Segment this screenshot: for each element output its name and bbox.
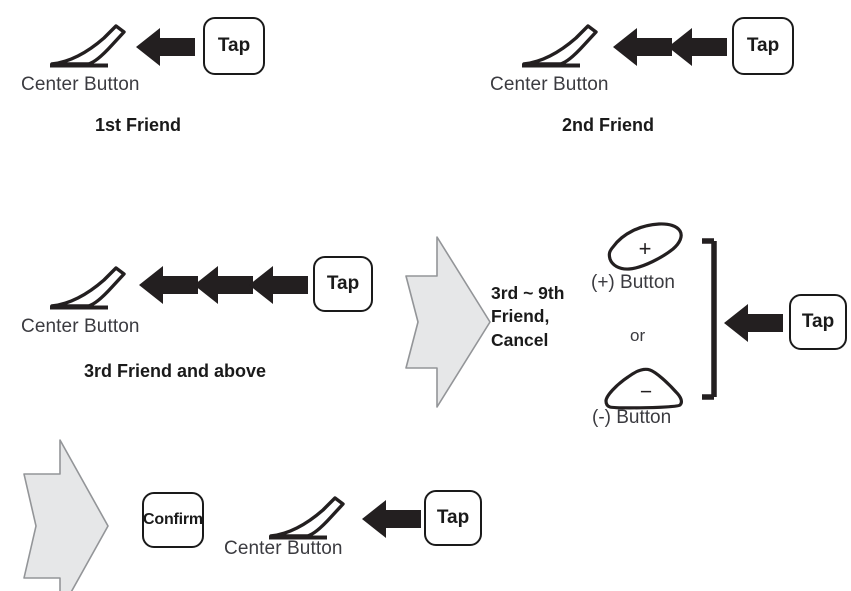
center-button-icon bbox=[269, 496, 345, 540]
center-button-icon bbox=[50, 24, 126, 68]
tap-key-4[interactable]: Tap bbox=[789, 294, 847, 350]
center-button-label-1: Center Button bbox=[21, 74, 140, 95]
left-arrow-icon bbox=[139, 266, 198, 304]
left-arrow-icon bbox=[668, 28, 727, 66]
tap-key-1[interactable]: Tap bbox=[203, 17, 265, 75]
center-button-label-4: Center Button bbox=[224, 538, 343, 559]
or-label: or bbox=[630, 326, 646, 345]
center-button-label-2: Center Button bbox=[490, 74, 609, 95]
tap-key-2[interactable]: Tap bbox=[732, 17, 794, 75]
plus-glyph: + bbox=[639, 236, 652, 261]
left-arrow-icon bbox=[362, 500, 421, 538]
plus-button-label: (+) Button bbox=[591, 272, 675, 293]
left-arrow-icon bbox=[194, 266, 253, 304]
flow-chevron-icon bbox=[23, 439, 109, 591]
plus-button-icon: + bbox=[607, 222, 683, 271]
step-line-1: 3rd ~ 9th bbox=[491, 283, 565, 303]
tap-key-5[interactable]: Tap bbox=[424, 490, 482, 546]
left-arrow-icon bbox=[249, 266, 308, 304]
step-line-2: Friend, bbox=[491, 306, 550, 327]
panel-caption-3rd-friend: 3rd Friend and above bbox=[84, 361, 267, 381]
confirm-key[interactable]: Confirm bbox=[142, 492, 204, 548]
panel-caption-1st-friend: 1st Friend bbox=[95, 115, 182, 135]
minus-button-icon: − bbox=[604, 367, 683, 410]
panel-caption-2nd-friend: 2nd Friend bbox=[562, 115, 655, 135]
flow-chevron-icon bbox=[405, 236, 491, 408]
tap-key-3[interactable]: Tap bbox=[313, 256, 373, 312]
minus-glyph: − bbox=[640, 381, 652, 404]
step-line-3: Cancel bbox=[491, 329, 549, 350]
center-button-label-3: Center Button bbox=[21, 316, 140, 337]
left-arrow-icon bbox=[613, 28, 672, 66]
left-arrow-icon bbox=[724, 304, 783, 342]
left-arrow-icon bbox=[136, 28, 195, 66]
center-button-icon bbox=[522, 24, 598, 68]
minus-button-label: (-) Button bbox=[592, 407, 672, 428]
center-button-icon bbox=[50, 266, 126, 310]
grouping-bracket bbox=[702, 238, 717, 400]
